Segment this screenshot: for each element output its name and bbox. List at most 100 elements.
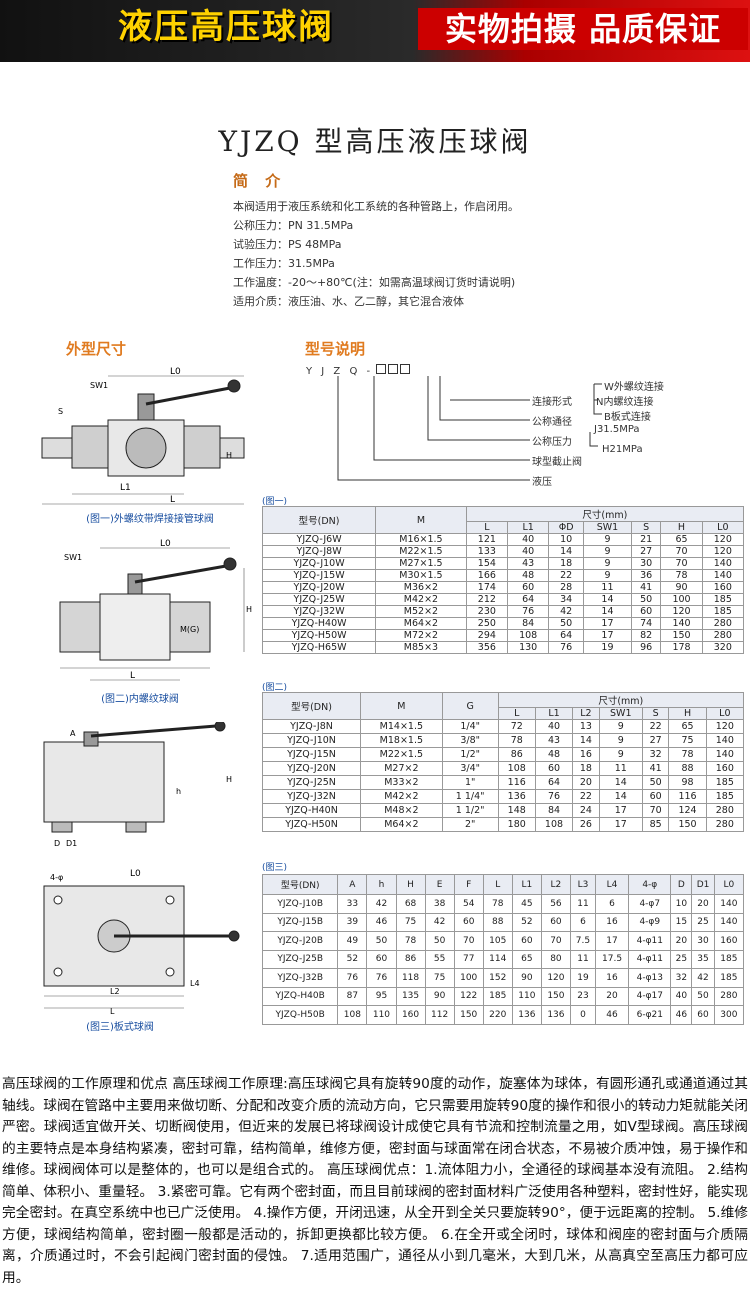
table-cell: 32 <box>670 968 693 988</box>
table-cell: YJZQ-J25W <box>261 593 377 606</box>
table-cell: 50 <box>630 593 662 606</box>
table-cell: 108 <box>507 629 550 642</box>
model-code-lines-ext <box>450 383 602 481</box>
table-cell: 90 <box>511 968 542 988</box>
table-cell: 80 <box>540 949 571 969</box>
table-cell: 250 <box>465 617 509 630</box>
dim-a: A <box>70 729 76 738</box>
table-header: L2 <box>540 874 571 895</box>
table-cell: YJZQ-H50B <box>261 1005 339 1025</box>
table-cell: 65 <box>668 719 707 734</box>
table-cell: YJZQ-J25N <box>261 775 362 790</box>
dim-l0: L0 <box>170 367 181 377</box>
table-cell: YJZQ-H50N <box>261 817 362 832</box>
table-cell: 136 <box>540 1005 571 1025</box>
table-cell: 60 <box>540 912 571 932</box>
table-cell: 28 <box>548 581 585 594</box>
table-cell: 50 <box>691 986 715 1006</box>
table-header: H <box>395 874 426 895</box>
table-cell: 64 <box>534 775 574 790</box>
table-cell: M42×2 <box>375 593 467 606</box>
table-cell: 60 <box>511 931 542 951</box>
table-cell: 140 <box>701 557 745 570</box>
table-header: S <box>641 707 670 720</box>
dim-h: H <box>226 775 232 784</box>
table2-tag: (图二) <box>262 683 288 693</box>
table-header: M <box>360 692 443 720</box>
table-cell: 11 <box>569 949 596 969</box>
table-cell: 18 <box>572 761 600 776</box>
table-cell: 32 <box>641 747 670 762</box>
table-cell: 60 <box>630 605 662 618</box>
table-cell: 320 <box>701 641 745 654</box>
table-cell: 74 <box>630 617 662 630</box>
table-cell: 9 <box>598 719 643 734</box>
table-cell: 108 <box>534 817 574 832</box>
table-header: 型号(DN) <box>261 874 339 895</box>
section-model-heading: 型号说明 <box>305 340 366 358</box>
table-cell: 140 <box>713 894 745 914</box>
figure-3-drawing: L0 4-φ L2 L L4 <box>43 869 240 1016</box>
code-item: B板式连接 <box>604 412 651 423</box>
table-cell: YJZQ-J20N <box>261 761 362 776</box>
table-cell: 52 <box>511 912 542 932</box>
table-cell: 20 <box>572 775 600 790</box>
table-cell: YJZQ-J32W <box>261 605 377 618</box>
figure-2-drawing: L0 L SW1 H M(G) <box>59 539 252 681</box>
table-cell: 9 <box>583 545 632 558</box>
code-item: N内螺纹连接 <box>596 397 654 408</box>
table-header: A <box>337 874 368 895</box>
table-cell: 185 <box>701 605 745 618</box>
model-code: Y J Z Q - <box>306 364 412 377</box>
table-cell: 280 <box>705 817 745 832</box>
table-cell: 10 <box>670 894 693 914</box>
table-cell: 43 <box>507 557 550 570</box>
table-cell: 11 <box>569 894 596 914</box>
table-cell: 25 <box>691 912 715 932</box>
table-cell: 9 <box>583 557 632 570</box>
intro-line: 试验压力：PS 48MPa <box>233 238 342 251</box>
table-header: F <box>453 874 484 895</box>
table-cell: 52 <box>337 949 368 969</box>
code-item: 公称通径 <box>532 417 572 428</box>
table-cell: 120 <box>705 719 745 734</box>
dim-l2: L2 <box>110 987 120 996</box>
table-cell: M22×1.5 <box>360 747 443 762</box>
table-header: L0 <box>705 707 745 720</box>
table-cell: 120 <box>701 545 745 558</box>
table-cell: 14 <box>583 593 632 606</box>
table-cell: YJZQ-J20W <box>261 581 377 594</box>
table-cell: 78 <box>668 747 707 762</box>
table-header: M <box>375 506 467 534</box>
banner-right-slogan: 实物拍摄 品质保证 <box>418 8 748 50</box>
table-cell: 19 <box>583 641 632 654</box>
table-cell: 6 <box>569 912 596 932</box>
table-cell: 140 <box>705 747 745 762</box>
table-header: 型号(DN) <box>261 506 377 534</box>
table-cell: 27 <box>641 733 670 748</box>
dim-h: H <box>246 605 252 614</box>
figure-3-caption: (图三)板式球阀 <box>86 1022 154 1033</box>
table-cell: 64 <box>548 629 585 642</box>
table-cell: 16 <box>594 968 630 988</box>
table-cell: 65 <box>511 949 542 969</box>
table-cell: YJZQ-J10N <box>261 733 362 748</box>
table-cell: 20 <box>670 931 693 951</box>
table-unit: 尺寸(mm) <box>497 692 745 708</box>
table-cell: YJZQ-H40W <box>261 617 377 630</box>
intro-block: 简 介 本阀适用于液压系统和化工系统的各种管路上，作启闭用。 公称压力：PN 3… <box>233 172 519 311</box>
table-cell: 35 <box>691 949 715 969</box>
table-cell: 86 <box>395 949 426 969</box>
table-cell: 46 <box>670 1005 693 1025</box>
intro-line: 本阀适用于液压系统和化工系统的各种管路上，作启闭用。 <box>233 200 519 213</box>
table-cell: 48 <box>507 569 550 582</box>
table-cell: 280 <box>705 803 745 818</box>
table-cell: 120 <box>540 968 571 988</box>
